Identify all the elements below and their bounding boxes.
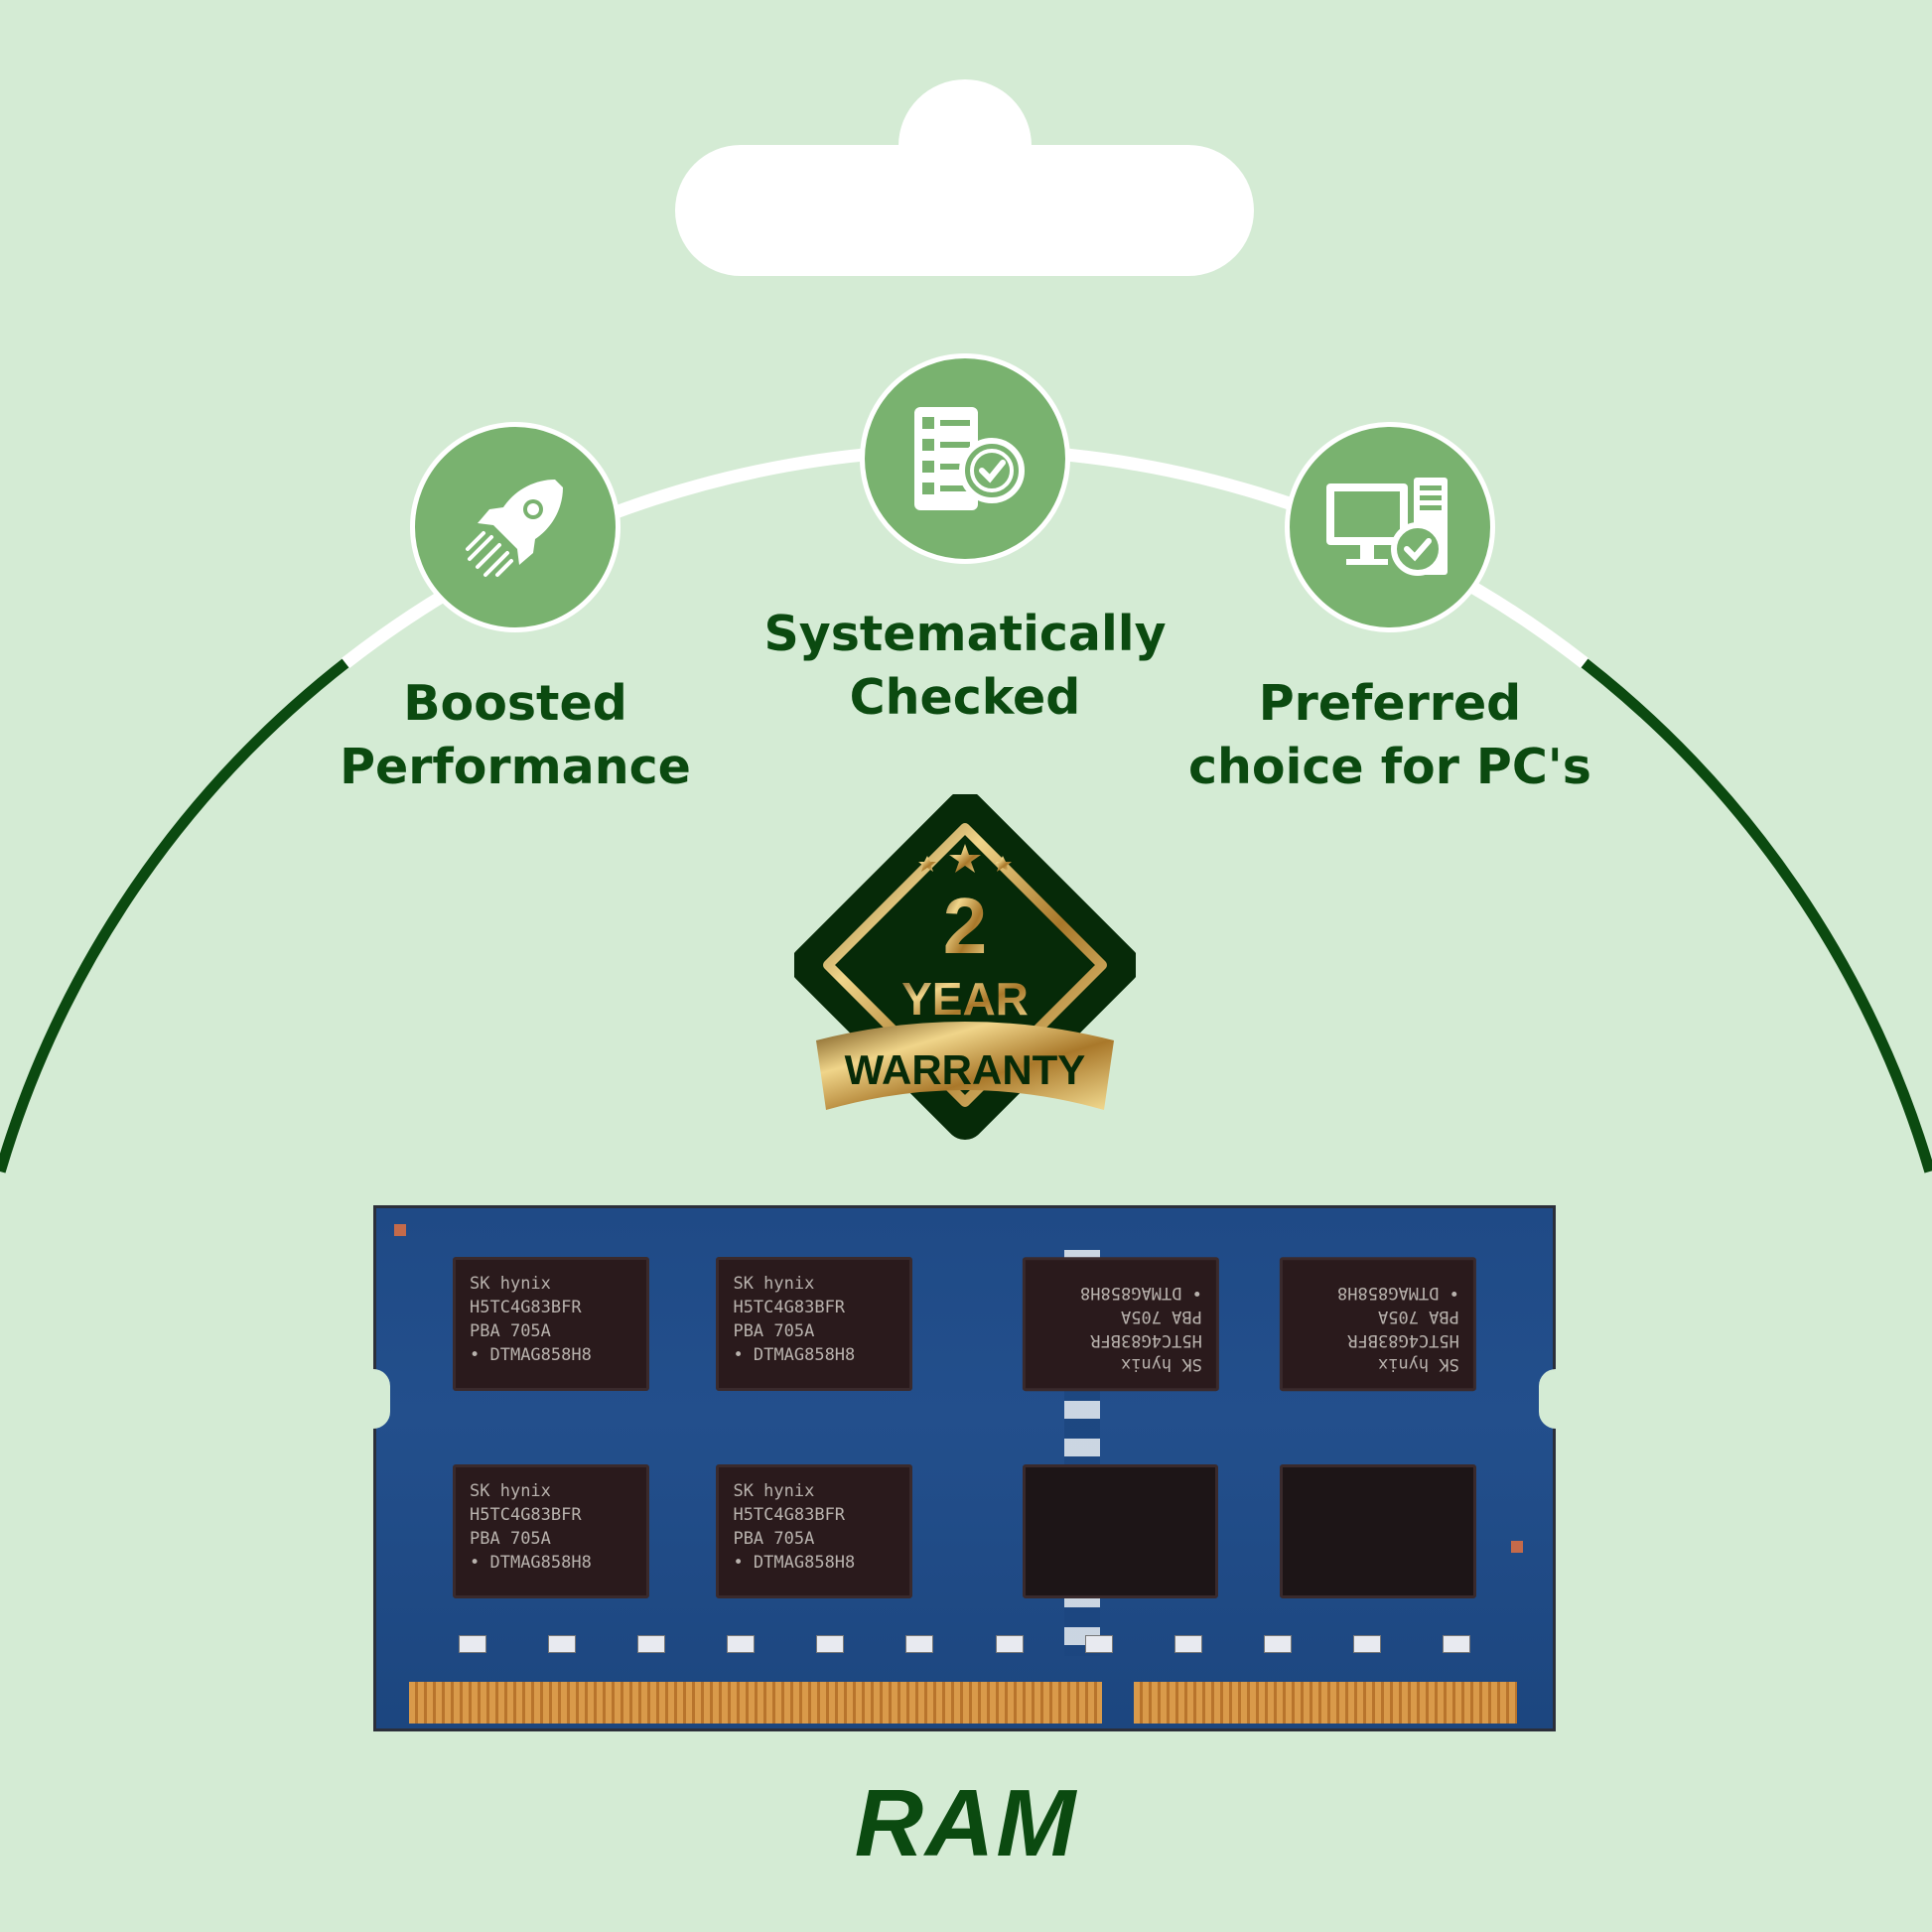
- pcb-pad: [393, 1223, 406, 1236]
- stars-icon: [918, 844, 1012, 873]
- module-notch: [373, 1369, 390, 1430]
- hanger-tab: [675, 145, 1254, 276]
- feature-preferred-choice: Preferred choice for PC's: [1162, 672, 1618, 799]
- ram-logo: RAM: [854, 1770, 1078, 1876]
- feature-boosted-performance: Boosted Performance: [287, 672, 744, 799]
- feature-line: Systematically: [763, 606, 1167, 662]
- smd-components: [458, 1634, 1470, 1661]
- badge-warranty: WARRANTY: [845, 1046, 1086, 1093]
- feature-icon-circle: [860, 353, 1070, 564]
- feature-systematically-checked: Systematically Checked: [737, 603, 1193, 730]
- badge-year: YEAR: [901, 973, 1029, 1025]
- memory-chip: [1280, 1463, 1476, 1598]
- checklist-icon: [914, 407, 1025, 510]
- feature-line: Preferred: [1258, 675, 1522, 732]
- feature-line: choice for PC's: [1188, 739, 1591, 795]
- gold-contacts-right: [1134, 1681, 1518, 1724]
- pcb-pad: [1511, 1541, 1524, 1554]
- feature-line: Checked: [849, 669, 1081, 726]
- memory-chip: [1022, 1463, 1219, 1598]
- desktop-pc-check-icon: [1326, 478, 1448, 576]
- feature-icon-circle: [1285, 422, 1495, 632]
- feature-line: Boosted: [403, 675, 627, 732]
- warranty-badge: 2 YEAR WARRANTY: [794, 794, 1136, 1140]
- rocket-icon: [466, 480, 563, 577]
- feature-line: Performance: [340, 739, 691, 795]
- feature-icon-circle: [410, 422, 621, 632]
- gold-contacts-left: [409, 1681, 1103, 1724]
- badge-number: 2: [943, 882, 988, 970]
- module-notch: [1539, 1369, 1556, 1430]
